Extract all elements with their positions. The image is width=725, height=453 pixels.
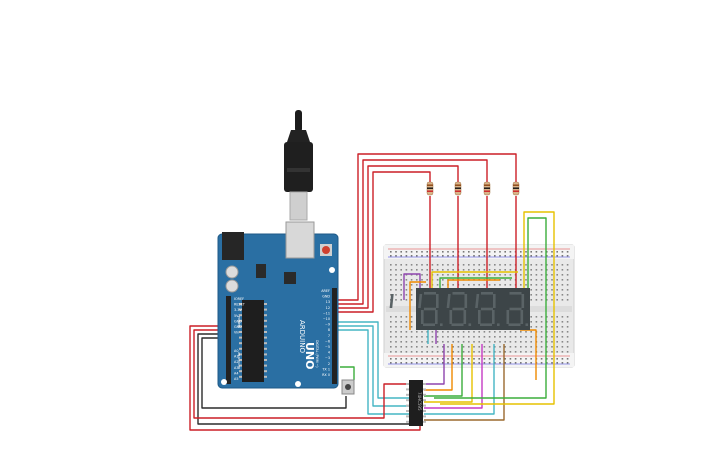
display-digit: 8.: [389, 292, 443, 326]
resistor[interactable]: [426, 181, 434, 196]
digital-header-label: DIGITAL (PWM ~): [315, 340, 319, 367]
resistor[interactable]: [512, 181, 520, 196]
power-jack: [222, 232, 244, 260]
pin-label: GND: [234, 319, 242, 323]
display-digit: 8.: [475, 292, 529, 326]
pin-label: A0: [234, 349, 238, 353]
pin-label: 4: [328, 351, 330, 355]
pin-label: A4: [234, 371, 238, 375]
resistor[interactable]: [483, 181, 491, 196]
pin-label: RX 0: [322, 373, 330, 377]
usb-cable[interactable]: [284, 110, 313, 221]
pin-label: TX 1: [321, 367, 330, 371]
pin-label: ~10: [323, 317, 330, 321]
pin-label: ~11: [323, 311, 330, 315]
pin-label: A3: [234, 366, 238, 370]
pin-label: RESET: [234, 303, 246, 307]
usb-port: [285, 221, 315, 259]
display-digit: 8.: [418, 292, 472, 326]
seven-segment-display[interactable]: 8.8.8.8.: [389, 288, 530, 343]
pin-label: 12: [326, 306, 330, 310]
analog-header-label: ANALOG IN: [237, 352, 241, 369]
board-model: UNO: [303, 342, 316, 370]
pin-label: 5V: [234, 314, 239, 318]
digital-header: [332, 288, 337, 384]
pin-label: ~3: [325, 356, 330, 360]
pin-label: ~6: [325, 339, 330, 343]
arduino-uno-board[interactable]: ARDUINO UNO DIGITAL (PWM ~) POWER ANALOG…: [217, 221, 339, 389]
arduino-brand: ARDUINO: [298, 320, 306, 353]
pin-label: 7: [328, 334, 330, 338]
pin-label: 3.3V: [234, 308, 242, 312]
pin-label: GND: [234, 325, 242, 329]
pushbutton[interactable]: [341, 379, 355, 395]
pin-label: AREF: [321, 289, 330, 293]
shift-register[interactable]: 74HC595: [406, 380, 426, 426]
shift-register-label: 74HC595: [417, 392, 422, 411]
wires: [189, 153, 555, 431]
pin-label: 2: [328, 362, 330, 366]
pin-label: A2: [234, 360, 238, 364]
atmega-chip: [242, 300, 264, 382]
pin-label: ~9: [325, 323, 330, 327]
pin-label: GND: [322, 295, 330, 299]
pin-label: 13: [326, 300, 330, 304]
pin-label: 8: [328, 328, 330, 332]
power-header: [226, 296, 231, 384]
power-header-label: POWER: [237, 316, 241, 327]
resistors: [426, 181, 520, 196]
pin-label: A5: [234, 377, 238, 381]
pin-label: Vin: [234, 331, 239, 335]
pin-label: IOREF: [234, 297, 244, 301]
pin-label: A1: [234, 355, 238, 359]
pin-label: ~5: [325, 345, 330, 349]
display-digit: 8.: [446, 292, 500, 326]
resistor[interactable]: [454, 181, 462, 196]
